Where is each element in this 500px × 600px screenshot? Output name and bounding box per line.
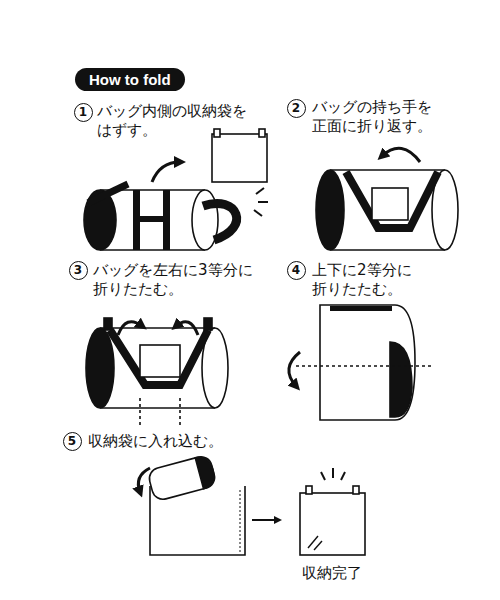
- step-number: 1: [79, 106, 87, 118]
- step-number-circle: 4: [287, 261, 306, 280]
- bag-step4: [289, 305, 432, 420]
- step-instruction: バッグ内側の収納袋を はずす。: [97, 102, 277, 140]
- step-number-circle: 2: [287, 99, 306, 118]
- step-instruction: 収納袋に入れ込む。: [88, 432, 223, 451]
- step-number: 5: [68, 435, 76, 447]
- step-instruction: バッグを左右に3等分に 折りたたむ。: [93, 261, 283, 299]
- step-number: 3: [74, 264, 82, 276]
- bag-step2: [316, 148, 458, 250]
- step-number-circle: 1: [74, 103, 93, 122]
- step-number-circle: 5: [63, 432, 82, 451]
- step-instruction: バッグの持ち手を 正面に折り返す。: [312, 98, 482, 136]
- pouch-insert: [138, 454, 365, 555]
- step-number-circle: 3: [69, 261, 88, 280]
- bag-step3: [86, 318, 228, 428]
- caption-label: 収納完了: [302, 564, 362, 583]
- bag-step1: [84, 129, 268, 250]
- step-number: 4: [292, 264, 300, 276]
- step-instruction: 上下に2等分に 折りたたむ。: [312, 261, 462, 299]
- title-pill: How to fold: [75, 68, 185, 91]
- step-number: 2: [292, 102, 300, 114]
